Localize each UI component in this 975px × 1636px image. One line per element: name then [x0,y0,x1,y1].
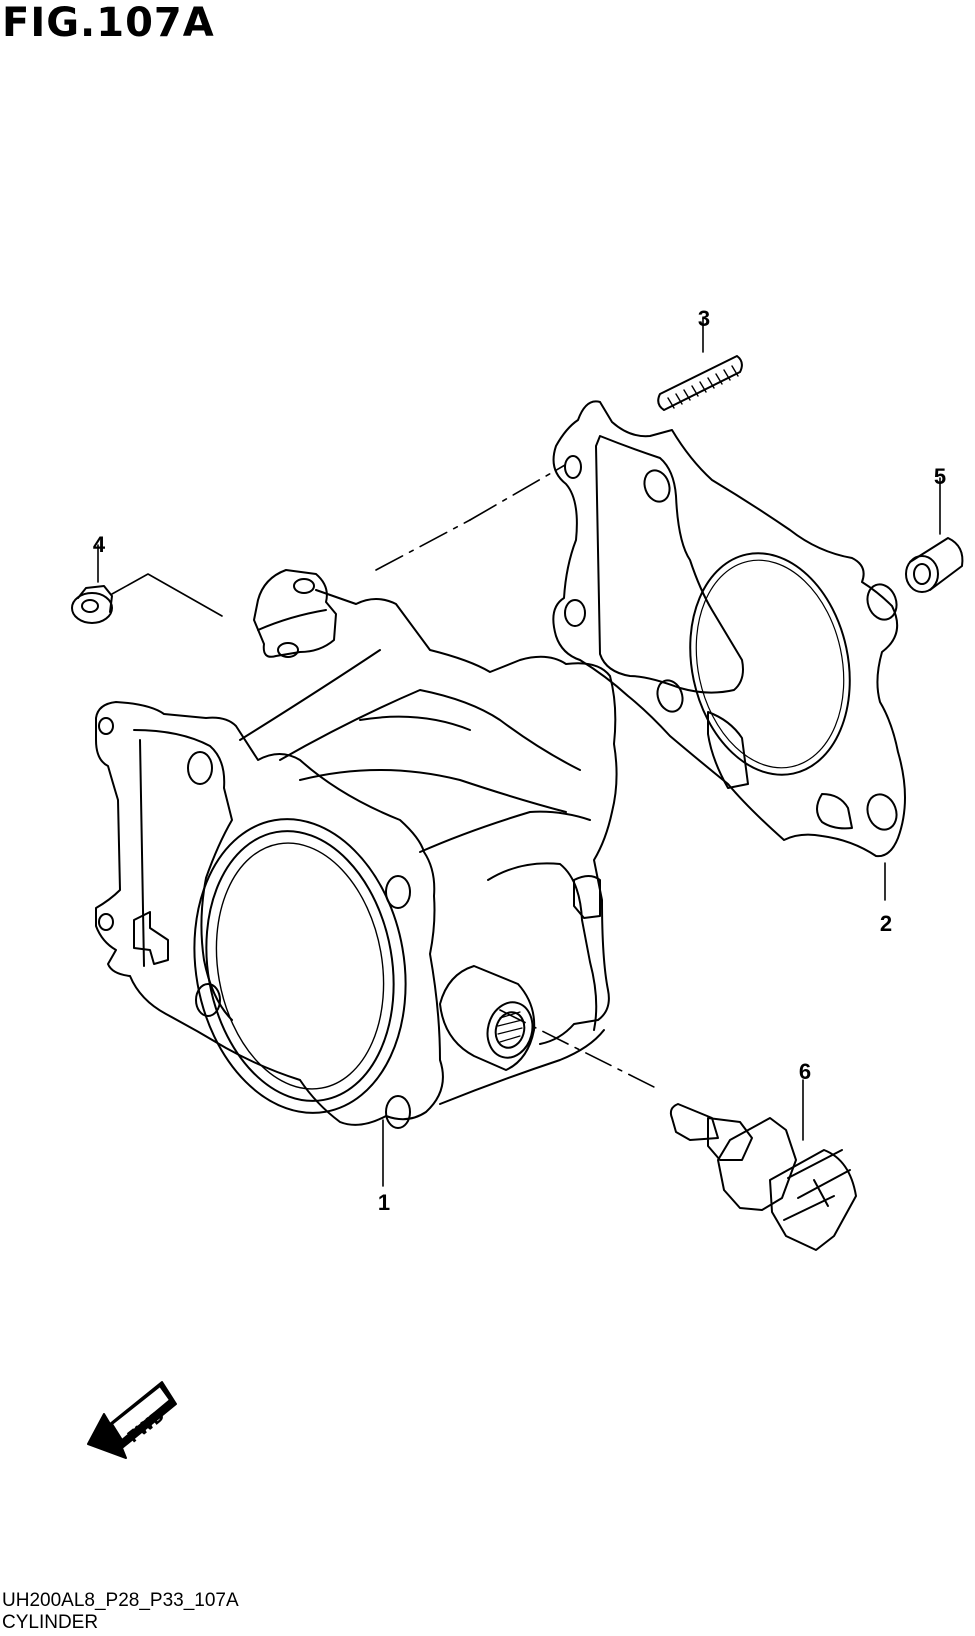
cylinder-gasket-part [552,400,906,858]
fwd-arrow-icon: FWD [87,1381,177,1459]
callout-2: 2 [879,911,893,936]
cylinder-body-part [95,569,618,1129]
temperature-sensor-part [669,1103,857,1251]
flange-nut-part [71,585,113,624]
stud-bolt-part [657,355,743,411]
diagram-code: UH200AL8_P28_P33_107A [2,1590,239,1611]
callout-5: 5 [933,464,947,489]
callout-4: 4 [92,532,106,557]
figure-title: FIG.107A [2,0,215,46]
dowel-pin-part [905,537,964,593]
callout-1: 1 [377,1190,391,1215]
callout-6: 6 [798,1059,812,1084]
callout-3: 3 [697,306,711,331]
leader-lines [97,317,941,1187]
section-name: CYLINDER [2,1612,99,1633]
